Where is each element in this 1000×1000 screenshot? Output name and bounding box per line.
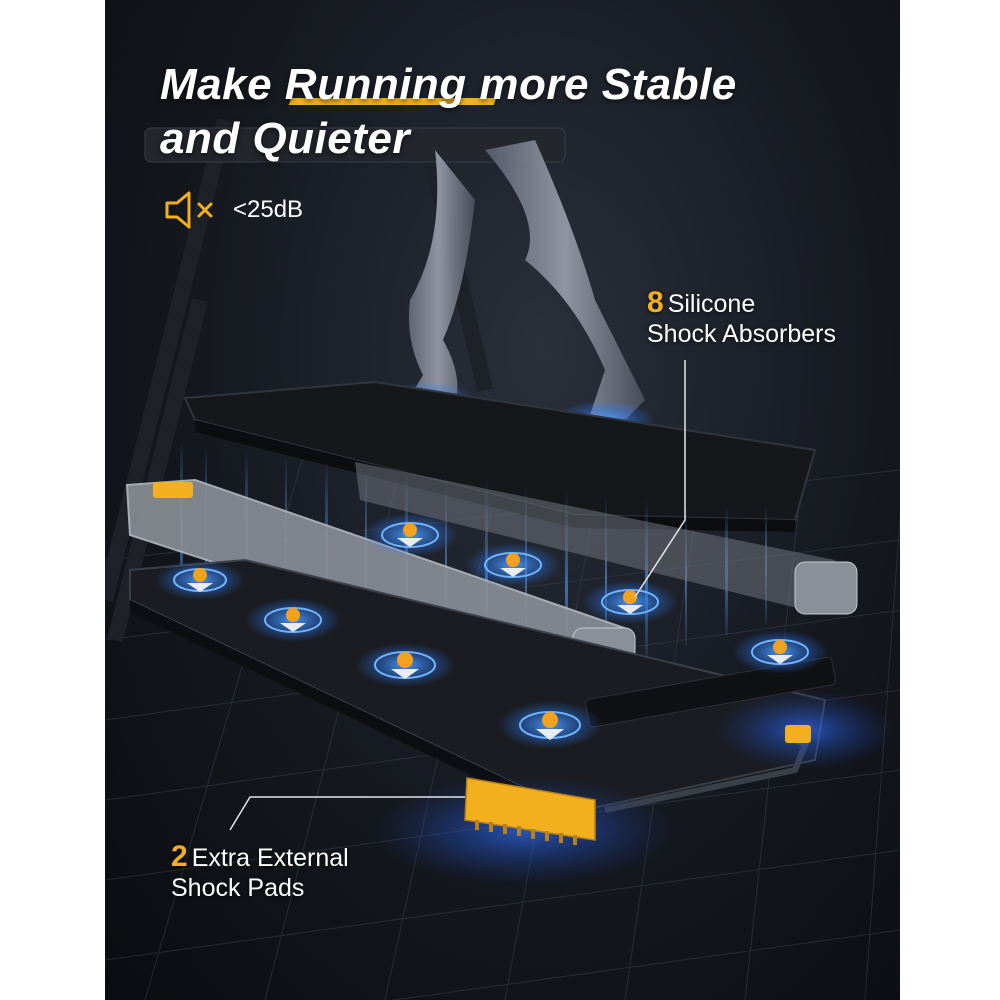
- shock-absorber: [155, 560, 245, 600]
- shock-absorber: [498, 701, 602, 749]
- absorbers-label-2: Shock Absorbers: [647, 320, 836, 348]
- treadmill-exploded-illustration: [105, 118, 900, 1000]
- headline-line-1: Make Running more Stable: [160, 60, 737, 109]
- external-shock-pad-front: [464, 777, 596, 845]
- console-bar: [144, 127, 566, 163]
- shock-absorber: [355, 643, 455, 687]
- headline: Make Running more Stable and Quieter: [160, 58, 737, 166]
- frame-rail-right: [355, 462, 845, 610]
- pads-count: 2: [171, 840, 188, 873]
- pad-glow-front: [375, 775, 675, 885]
- absorbers-count: 8: [647, 286, 664, 319]
- running-deck-edge: [195, 420, 795, 532]
- pads-leader-line: [229, 796, 465, 831]
- shock-absorbers: [155, 513, 828, 749]
- shock-absorber: [245, 598, 341, 642]
- absorbers-leader-line: [634, 360, 686, 598]
- shock-absorber: [582, 580, 678, 624]
- pads-label-1: Extra External: [191, 844, 349, 872]
- product-image-panel: Make Running more Stable and Quieter <25…: [105, 0, 900, 1000]
- noise-level: <25dB: [163, 190, 303, 230]
- external-shock-pad-rear: [785, 725, 811, 743]
- pads-label-2: Shock Pads: [171, 874, 305, 902]
- yellow-latch: [153, 482, 193, 498]
- shock-absorber: [732, 630, 828, 674]
- noise-level-value: <25dB: [233, 196, 304, 223]
- base-plate-front: [130, 600, 575, 825]
- shock-absorber: [362, 513, 458, 557]
- runner-legs: [401, 140, 645, 438]
- shock-absorber: [465, 543, 561, 587]
- speaker-muted-icon: [165, 191, 213, 229]
- headline-line-2: and Quieter: [160, 114, 410, 163]
- absorbers-label-1: Silicone: [667, 290, 756, 318]
- rear-roller-cap: [794, 561, 858, 615]
